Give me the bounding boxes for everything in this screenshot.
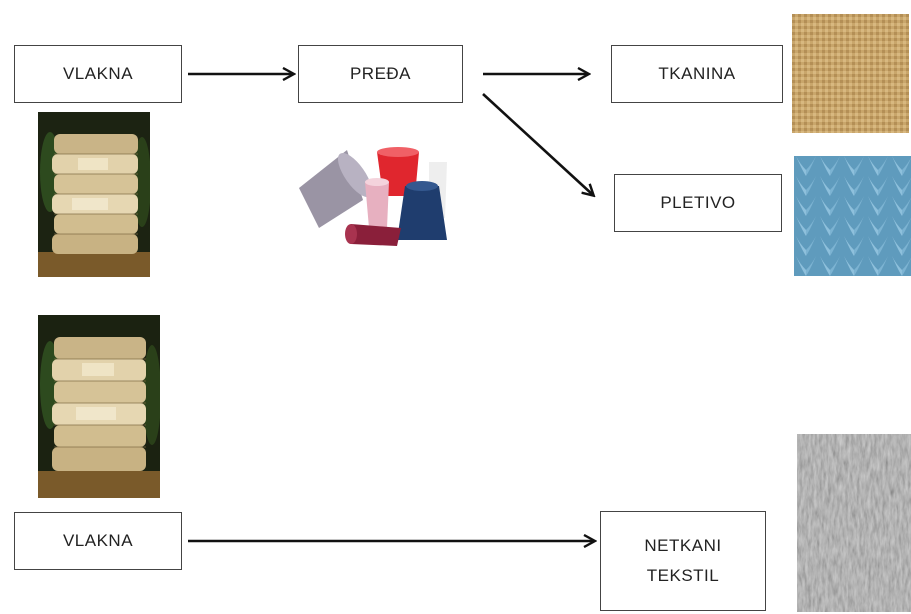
knit-fabric-box: PLETIVO — [614, 174, 782, 232]
nonwoven-label-line1: NETKANI — [644, 536, 722, 555]
fiber-box-bottom: VLAKNA — [14, 512, 182, 570]
woven-fabric-box: TKANINA — [611, 45, 783, 103]
woven-fabric-swatch — [792, 14, 909, 133]
yarn-cones-image — [297, 140, 462, 248]
fiber-label: VLAKNA — [62, 531, 134, 550]
nonwoven-fabric-swatch — [797, 434, 911, 612]
yarn-box: PREĐA — [298, 45, 463, 103]
woven-fabric-label: TKANINA — [658, 64, 736, 83]
arrow-yarn-to-knit — [482, 93, 593, 195]
knit-fabric-swatch — [794, 156, 911, 276]
cotton-bale-image-top — [38, 112, 150, 277]
nonwoven-label-line2: TEKSTIL — [646, 566, 720, 585]
nonwoven-textile-box: NETKANI TEKSTIL — [600, 511, 766, 611]
knit-fabric-label: PLETIVO — [660, 193, 736, 212]
yarn-label: PREĐA — [349, 64, 412, 83]
fiber-box-top: VLAKNA — [14, 45, 182, 103]
fiber-label: VLAKNA — [62, 64, 134, 83]
cotton-bale-image-bottom — [38, 315, 160, 498]
